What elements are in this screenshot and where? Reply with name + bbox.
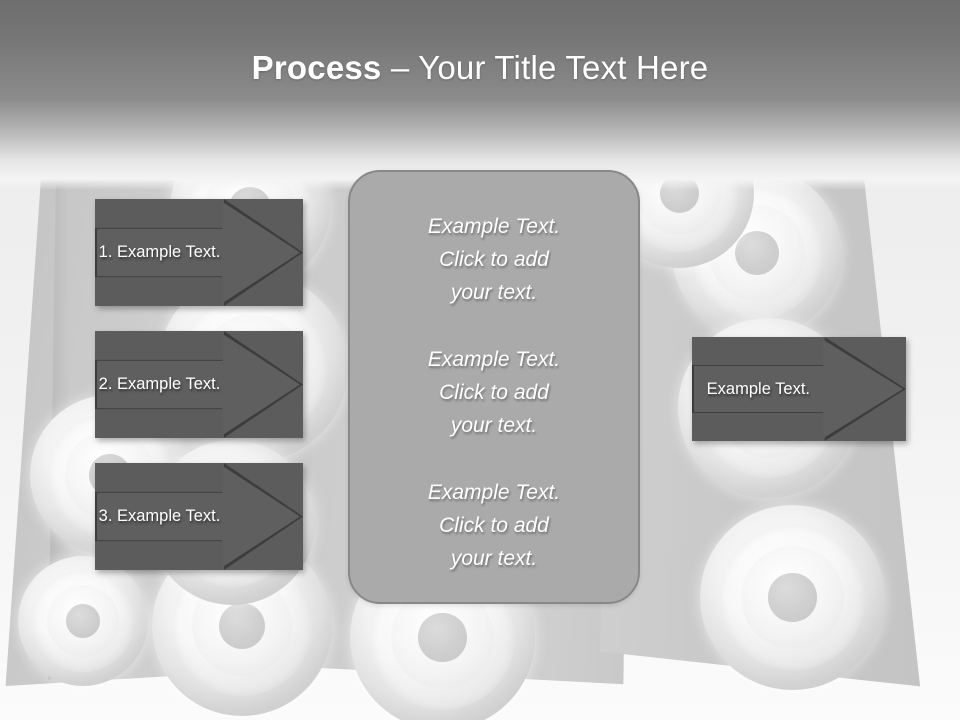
page-title-strong: Process: [251, 49, 382, 86]
center-paragraph-line: Example Text.: [427, 481, 561, 504]
process-output-arrow-label: Example Text.: [706, 379, 810, 398]
page-title: Process – Your Title Text Here: [0, 49, 960, 87]
center-paragraph[interactable]: Example Text. Click to add your text.: [374, 343, 614, 442]
center-paragraph-line: Click to add: [439, 514, 549, 537]
center-paragraph-line: Click to add: [439, 381, 549, 404]
center-paragraph-line: your text.: [450, 414, 538, 437]
process-arrow-2[interactable]: 2. Example Text.: [95, 331, 303, 438]
process-arrow-1-label: 1. Example Text.: [98, 243, 221, 261]
center-paragraph[interactable]: Example Text. Click to add your text.: [374, 476, 614, 575]
speaker-cone-icon: [700, 505, 885, 690]
process-output-arrow[interactable]: Example Text.: [692, 337, 906, 441]
title-band: [0, 0, 960, 190]
center-paragraph[interactable]: Example Text. Click to add your text.: [374, 210, 614, 309]
process-arrow-1[interactable]: 1. Example Text.: [95, 199, 303, 306]
center-paragraph-line: your text.: [450, 547, 538, 570]
process-arrow-2-label: 2. Example Text.: [98, 375, 221, 393]
center-paragraph-line: Example Text.: [427, 348, 561, 371]
process-arrow-3[interactable]: 3. Example Text.: [95, 463, 303, 570]
center-paragraph-line: your text.: [450, 281, 538, 304]
center-paragraph-line: Example Text.: [427, 215, 561, 238]
process-arrow-3-label: 3. Example Text.: [98, 507, 221, 525]
center-content-box[interactable]: Example Text. Click to add your text. Ex…: [348, 170, 640, 604]
page-title-rest: – Your Title Text Here: [381, 49, 709, 86]
center-paragraph-line: Click to add: [439, 248, 549, 271]
speaker-cone-icon: [18, 556, 148, 686]
